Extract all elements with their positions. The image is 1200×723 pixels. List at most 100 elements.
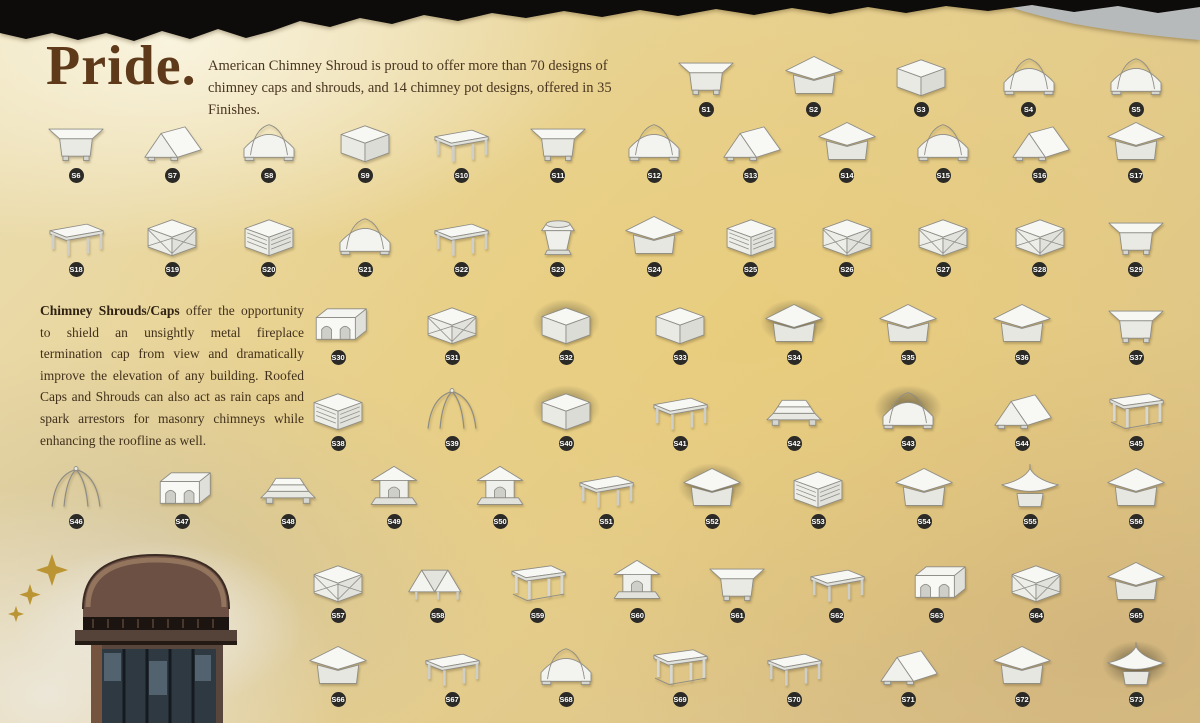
design-number-badge: S34 [786,350,802,365]
chimney-box-icon [541,393,591,431]
design-s5: S5 [1096,50,1176,117]
design-number-badge: S42 [786,436,802,451]
chimney-louver-icon [726,219,775,257]
chimney-pot-icon [541,220,575,255]
chimney-box-icon [541,307,591,345]
chimney-gable-icon [994,394,1052,429]
design-s24: S24 [614,210,694,277]
design-s40: S40 [520,377,612,451]
design-s43: S43 [862,377,954,451]
design-number-badge: S29 [1128,262,1144,277]
design-s39: S39 [412,384,492,451]
design-s27: S27 [903,210,983,277]
design-s44: S44 [982,384,1062,451]
chimney-pagoda-icon [1107,641,1165,686]
design-s46: S46 [36,462,116,529]
design-number-badge: S18 [68,262,84,277]
design-s32: S32 [520,291,612,365]
design-s30: S30 [298,298,378,365]
design-number-badge: S44 [1014,436,1030,451]
chimney-barrel-icon [882,392,934,429]
design-number-badge: S62 [829,608,845,623]
design-number-badge: S16 [1032,168,1048,183]
chimney-table-icon [434,222,490,257]
design-s45: S45 [1096,384,1176,451]
design-s38: S38 [298,384,378,451]
chimney-table-icon [434,128,490,163]
chimney-hip-icon [879,304,937,342]
star-icon [36,554,68,586]
design-number-badge: S59 [530,608,545,623]
chimney-barrel-icon [917,124,969,161]
star-decorations [8,554,68,622]
design-number-badge: S63 [929,608,944,623]
chimney-pagoda-icon [1001,463,1059,508]
chimney-table-icon [809,568,866,603]
design-s72: S72 [982,640,1062,707]
chimney-lattice-icon [918,219,968,257]
chimney-flared-icon [709,568,765,601]
chimney-lattice-icon [822,219,872,257]
design-s60: S60 [597,556,677,623]
design-number-badge: S41 [672,436,688,451]
intro-text: American Chimney Shroud is proud to offe… [208,58,612,118]
design-s11: S11 [518,116,598,183]
design-number-badge: S12 [646,168,662,183]
design-number-badge: S56 [1128,514,1144,529]
design-s28: S28 [1000,210,1080,277]
chimney-louver-icon [793,471,843,509]
chimney-flared-icon [678,62,734,95]
chimney-arch-icon [315,308,367,340]
chimney-lattice-icon [313,565,363,603]
design-s56: S56 [1096,462,1176,529]
design-number-badge: S31 [444,350,460,365]
design-s53: S53 [778,462,858,529]
design-s73: S73 [1090,633,1182,707]
design-s20: S20 [229,210,309,277]
design-s3: S3 [881,50,961,117]
design-s16: S16 [1000,116,1080,183]
design-number-badge: S5 [1128,102,1144,117]
chimney-columns-icon [652,648,709,686]
design-number-badge: S36 [1014,350,1030,365]
design-number-badge: S13 [743,168,759,183]
design-s67: S67 [412,640,492,707]
design-number-badge: S11 [550,168,566,183]
body-rest: offer the opportunity to shield an unsig… [40,303,304,448]
chimney-columns-icon [1108,392,1165,430]
design-number-badge: S37 [1128,350,1144,365]
chimney-box-icon [896,59,946,97]
design-s51: S51 [566,462,646,529]
chimney-gable-icon [722,126,781,161]
design-s25: S25 [711,210,791,277]
cap-ledge [75,630,237,641]
design-number-badge: S52 [704,514,720,529]
design-number-badge: S49 [386,514,402,529]
design-s35: S35 [868,298,948,365]
chimney-barrel-icon [243,124,295,161]
design-s17: S17 [1096,116,1176,183]
design-number-badge: S21 [357,262,373,277]
design-s34: S34 [748,291,840,365]
design-number-badge: S67 [444,692,460,707]
design-s47: S47 [142,462,222,529]
design-s42: S42 [754,384,834,451]
design-number-badge: S35 [900,350,916,365]
vent-band [83,617,229,630]
design-number-badge: S47 [174,514,190,529]
design-number-badge: S73 [1128,692,1144,707]
design-number-badge: S27 [935,262,951,277]
design-number-badge: S51 [598,514,614,529]
chimney-xframe-icon [51,465,101,508]
design-s71: S71 [868,640,948,707]
chimney-hip-icon [1107,562,1165,600]
design-s22: S22 [421,210,501,277]
design-number-badge: S14 [839,168,855,183]
design-number-badge: S28 [1032,262,1048,277]
design-s21: S21 [325,210,405,277]
